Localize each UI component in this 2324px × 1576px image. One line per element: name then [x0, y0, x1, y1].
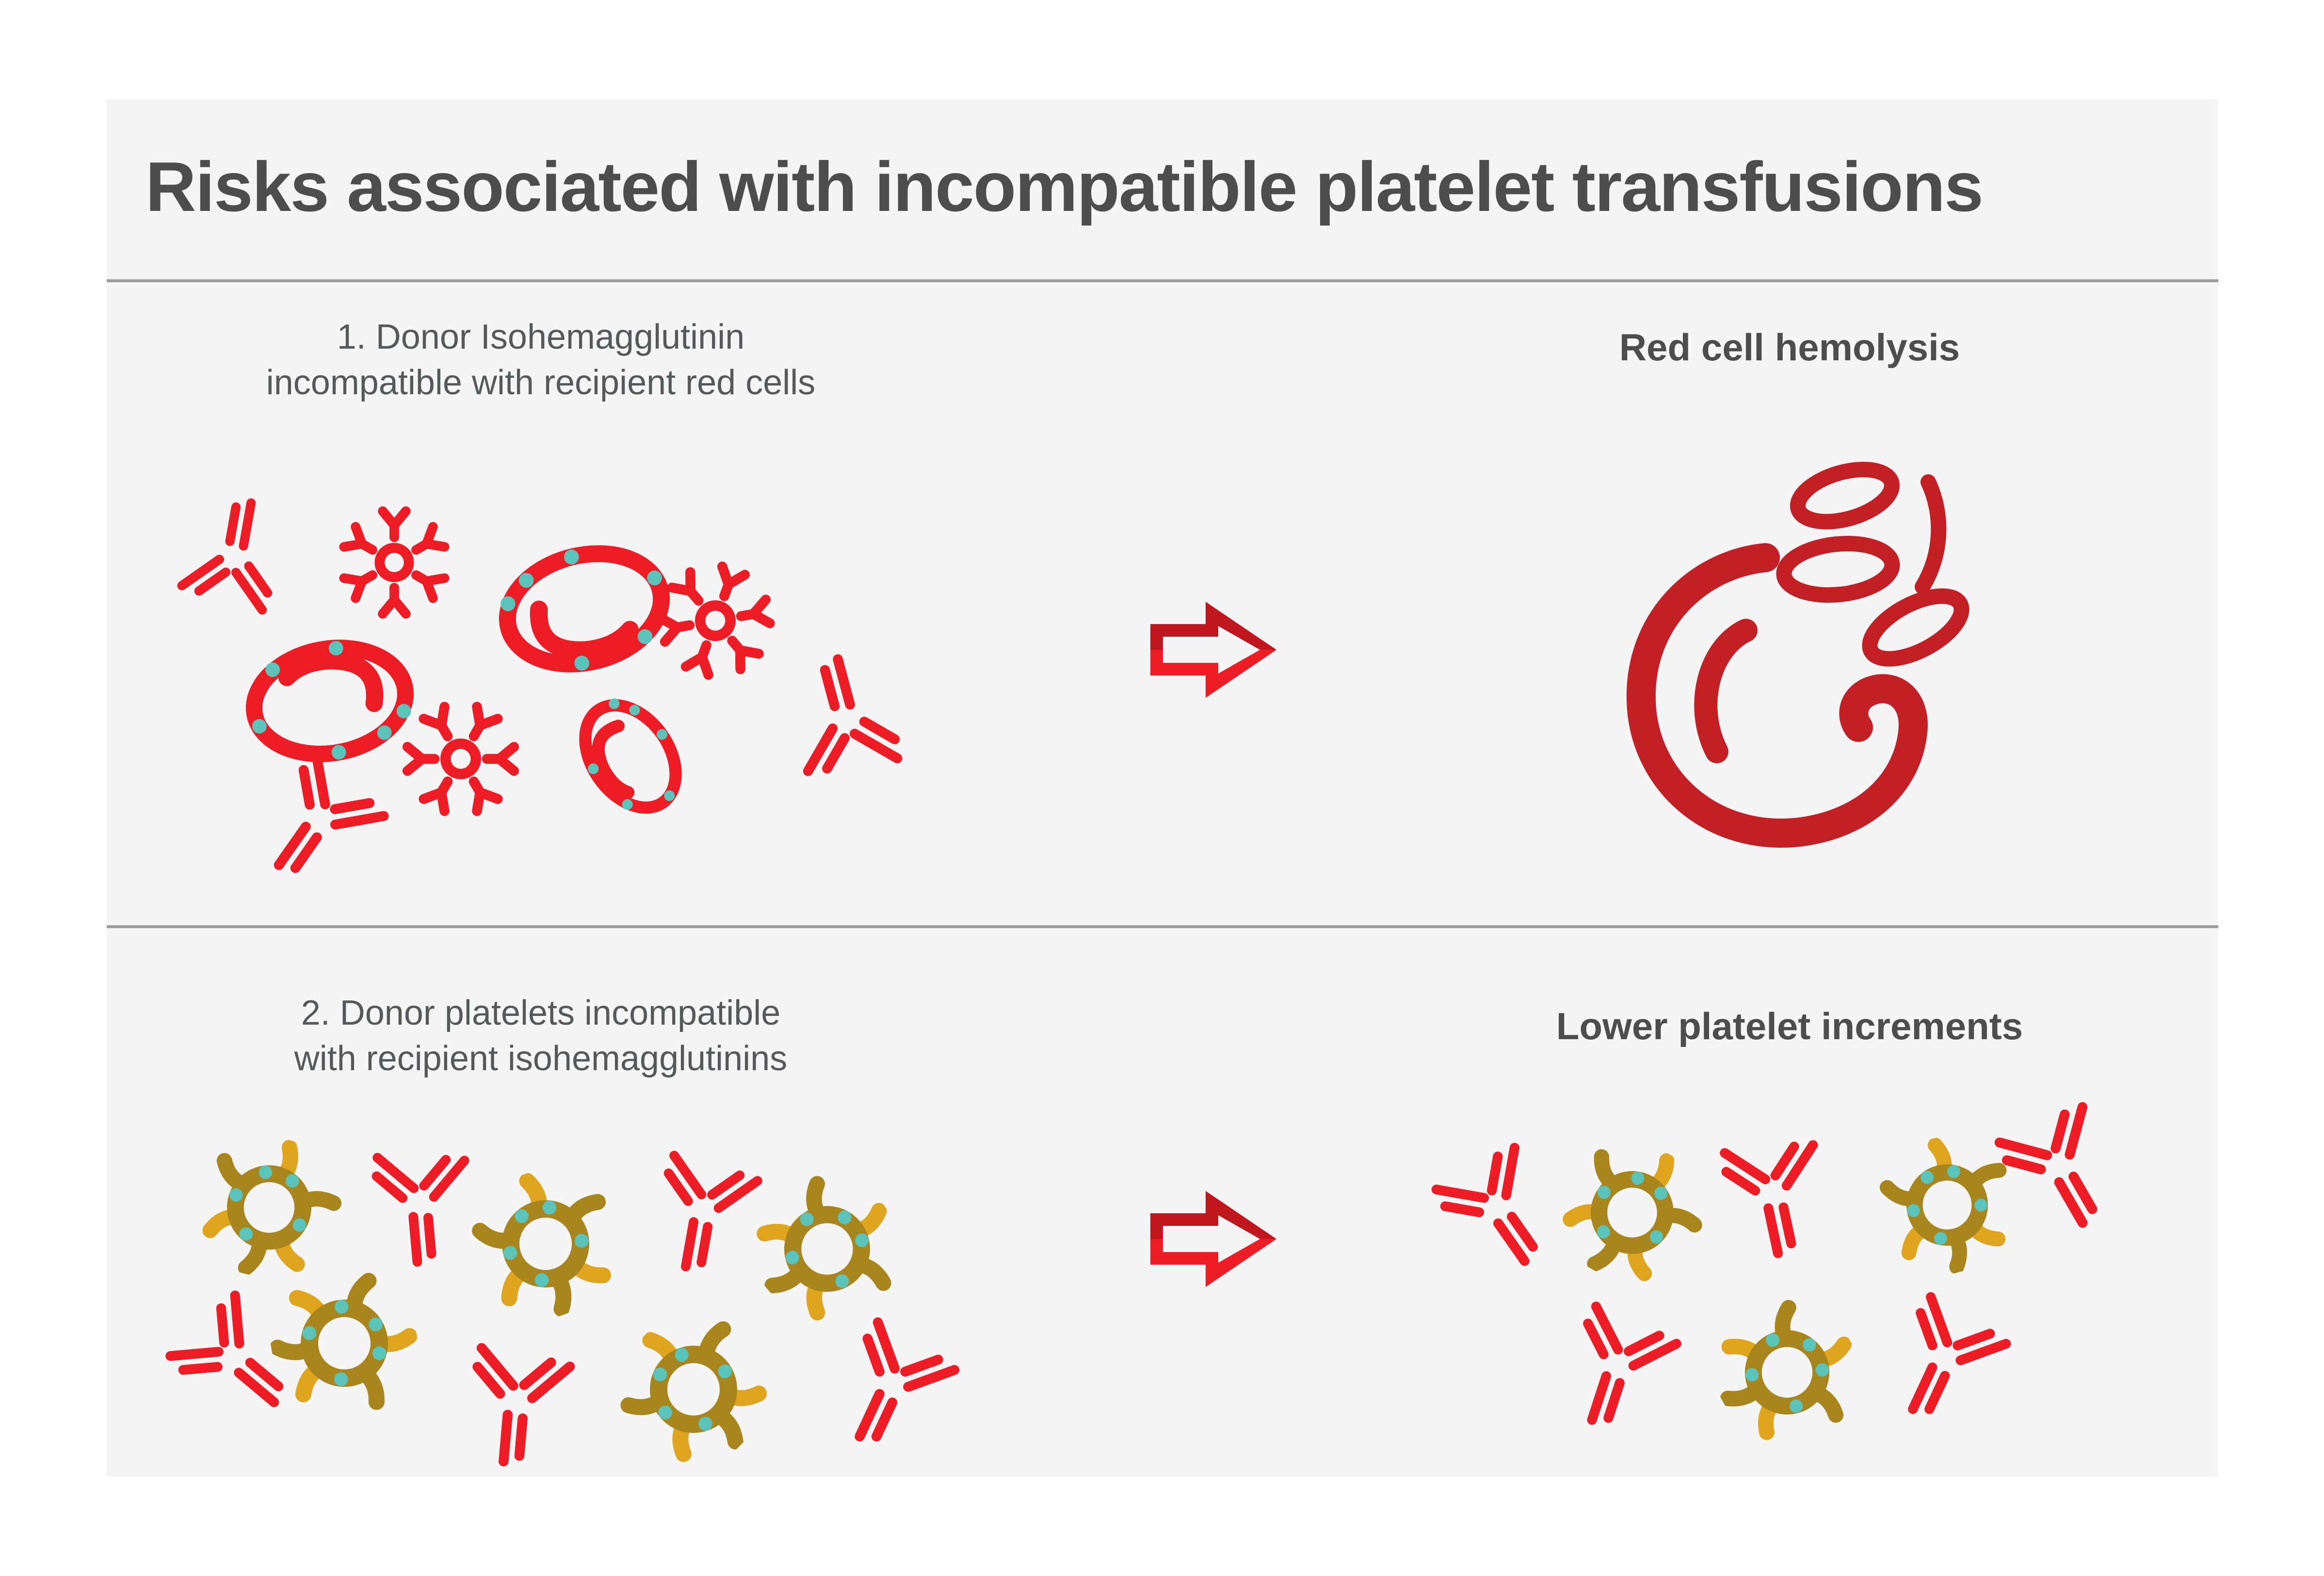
- igg-antibody-icon: [760, 634, 932, 806]
- section2-cause-label: 2. Donor platelets incompatible with rec…: [121, 990, 960, 1081]
- section1-effect-heading: Red cell hemolysis: [1619, 326, 1960, 369]
- igg-antibody-icon: [440, 1325, 593, 1478]
- section2-cause-line1: 2. Donor platelets incompatible: [301, 994, 781, 1032]
- igg-antibody-icon: [1853, 1266, 2037, 1450]
- section2-effect-heading: Lower platelet increments: [1556, 1005, 2023, 1047]
- section2-cause-line2: with recipient isohemagglutinins: [294, 1039, 788, 1078]
- platelet-icon: [1691, 1276, 1883, 1468]
- section1-cause-line2: incompatible with recipient red cells: [266, 363, 816, 402]
- arrow-right-icon: [1148, 1177, 1280, 1301]
- divider-middle: [107, 925, 2218, 928]
- section1-cause-label: 1. Donor Isohemagglutinin incompatible w…: [121, 314, 960, 405]
- igg-antibody-icon: [159, 482, 310, 634]
- divider-top: [107, 279, 2218, 282]
- hemolyzed-red-cell-icon: [1620, 461, 2114, 897]
- igg-antibody-icon: [1691, 1111, 1855, 1275]
- platelet-icon: [591, 1287, 796, 1492]
- platelet-icon: [183, 1121, 355, 1293]
- arrow-right-icon: [1148, 588, 1280, 711]
- igm-antibody-icon: [329, 497, 460, 628]
- section1-cause-line1: 1. Donor Isohemagglutinin: [337, 318, 745, 356]
- platelet-icon: [260, 1259, 429, 1428]
- page-title: Risks associated with incompatible plate…: [145, 147, 1984, 226]
- igg-antibody-icon: [1531, 1278, 1705, 1452]
- infographic-card: Risks associated with incompatible plate…: [107, 99, 2218, 1477]
